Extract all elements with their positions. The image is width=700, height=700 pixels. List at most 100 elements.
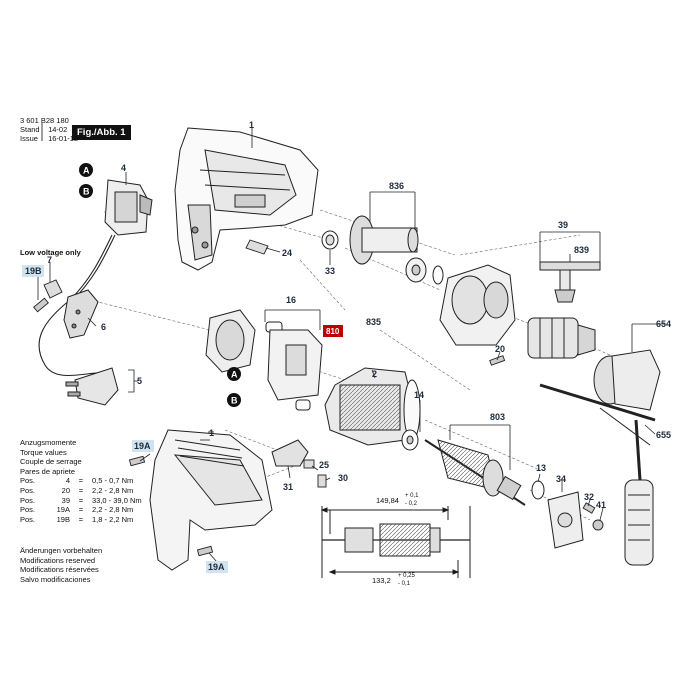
clamp-7 (43, 279, 63, 299)
torque-title-fr: Couple de serrage (20, 457, 82, 467)
torque-pos-id: 39 (61, 495, 70, 505)
mod-en: Modifications reserved (20, 555, 96, 565)
figure-label: Fig./Abb. 1 (72, 125, 131, 140)
callout-2: 2 (372, 369, 377, 379)
stand-label: Stand (20, 125, 40, 134)
callout-4: 4 (121, 163, 126, 173)
brush-cover (547, 491, 584, 549)
issue-value: 16-01-12 (48, 134, 79, 143)
callout-39: 39 (558, 220, 568, 230)
housing-half-bottom (149, 429, 273, 571)
callout-803: 803 (490, 412, 505, 422)
callout-5: 5 (137, 376, 142, 386)
callout-24: 24 (282, 248, 292, 258)
dimension-length-1-tol-minus: - 0,2 (405, 501, 418, 507)
marker-b-bottom (227, 393, 241, 407)
marker-a-bottom-label: A (231, 370, 238, 380)
callout-19b: 19B (25, 266, 42, 276)
screw-19a-top (128, 455, 146, 467)
switch-slider (271, 439, 309, 467)
torque-value: 2,2 - 2,8 Nm (92, 505, 134, 515)
torque-values-table: Anzugsmomente Torque values Couple de se… (20, 438, 142, 524)
brush-holder (205, 309, 323, 411)
marker-a-top (79, 163, 93, 177)
callout-810: 810 (326, 327, 340, 336)
torque-value: 2,2 - 2,8 Nm (92, 485, 134, 495)
torque-row: Pos.19A=2,2 - 2,8 Nm (20, 505, 142, 515)
callout-30: 30 (338, 473, 348, 483)
callout-16: 16 (286, 295, 296, 305)
bearing-14 (401, 429, 419, 451)
mod-es: Salvo modificaciones (20, 574, 91, 584)
nut-41 (592, 519, 604, 531)
torque-title-es: Pares de apriete (20, 466, 76, 476)
mod-de: Änderungen vorbehalten (20, 546, 103, 555)
torque-row: Pos.19B=1,8 - 2,2 Nm (20, 515, 142, 525)
torque-title-en: Torque values (20, 447, 67, 457)
callout-835: 835 (366, 317, 381, 327)
mod-fr: Modifications réservées (20, 565, 99, 575)
plug-part (65, 367, 119, 406)
callout-33: 33 (325, 266, 335, 276)
stand-value: 14-02 (48, 125, 68, 134)
torque-pos-label: Pos. (20, 476, 36, 486)
torque-value: 0,5 - 0,7 Nm (92, 476, 134, 486)
spring-30 (317, 474, 327, 488)
gear-assembly (321, 215, 444, 285)
callout-7: 7 (47, 255, 52, 265)
callout-19a-top: 19A (134, 441, 151, 451)
gear-housing (439, 264, 516, 346)
torque-row: Pos. 20 = 2,2 - 2,8 Nm (20, 486, 142, 496)
drill-chuck (527, 317, 596, 359)
callout-19a-bottom: 19A (208, 562, 225, 572)
callout-655: 655 (656, 430, 671, 440)
issue-label: Issue (20, 134, 38, 143)
torque-sep: = (78, 514, 84, 524)
torque-value: 33,0 - 39,0 Nm (92, 495, 142, 505)
torque-pos-label: Pos. (20, 514, 36, 524)
torque-pos-label: Pos. (20, 485, 36, 495)
callout-labels: 1 4 7 19B 6 5 19A 1 19A A B A B 24 836 3… (22, 120, 671, 573)
clip-24 (245, 239, 269, 255)
callout-19b-bg (22, 265, 44, 277)
low-voltage-note: Low voltage only (20, 248, 81, 257)
callout-654: 654 (656, 319, 671, 329)
screw-19a-bottom (196, 545, 214, 557)
torque-sep: = (78, 505, 84, 515)
torque-pos-id: 19A (56, 505, 70, 515)
marker-b-top-label: B (83, 187, 90, 197)
callout-41: 41 (596, 500, 606, 510)
callout-25: 25 (319, 460, 329, 470)
marker-b-bottom-label: B (231, 396, 238, 406)
housing-half-top (174, 127, 319, 271)
header-block: 3 601 B28 180 Stand 14-02 Issue 16-01-12 (20, 116, 78, 143)
chuck-key (539, 261, 601, 303)
dimension-length-1-tol-plus: + 0,1 (405, 493, 419, 499)
callout-leaders (37, 128, 665, 563)
modifications-note: Änderungen vorbehalten Modifications res… (20, 546, 102, 584)
dimension-length-1: 149,84 (376, 496, 399, 505)
torque-pos-id: 19B (56, 514, 70, 524)
armature (424, 439, 545, 506)
torque-pos-id: 20 (61, 485, 70, 495)
callout-13: 13 (536, 463, 546, 473)
cord-guard-part (63, 289, 99, 339)
auxiliary-handle (539, 349, 661, 566)
highlight-810 (323, 325, 343, 337)
torque-row: Pos. 4 = 0,5 - 0,7 Nm (20, 476, 142, 486)
torque-sep: = (78, 485, 84, 495)
dimension-length-2: 133,2 (372, 576, 391, 585)
callout-836: 836 (389, 181, 404, 191)
callout-1-bottom: 1 (209, 428, 214, 438)
torque-sep: = (78, 476, 84, 486)
torque-sep: = (78, 495, 84, 505)
callout-19a-bottom-bg (206, 561, 228, 573)
screw-20 (489, 355, 506, 366)
torque-row: Pos. 39 = 33,0 - 39,0 Nm (20, 496, 142, 506)
callout-34: 34 (556, 474, 566, 484)
torque-pos-label: Pos. (20, 495, 36, 505)
torque-pos-id: 4 (65, 476, 70, 486)
screw-19b (33, 297, 49, 313)
callout-20: 20 (495, 344, 505, 354)
